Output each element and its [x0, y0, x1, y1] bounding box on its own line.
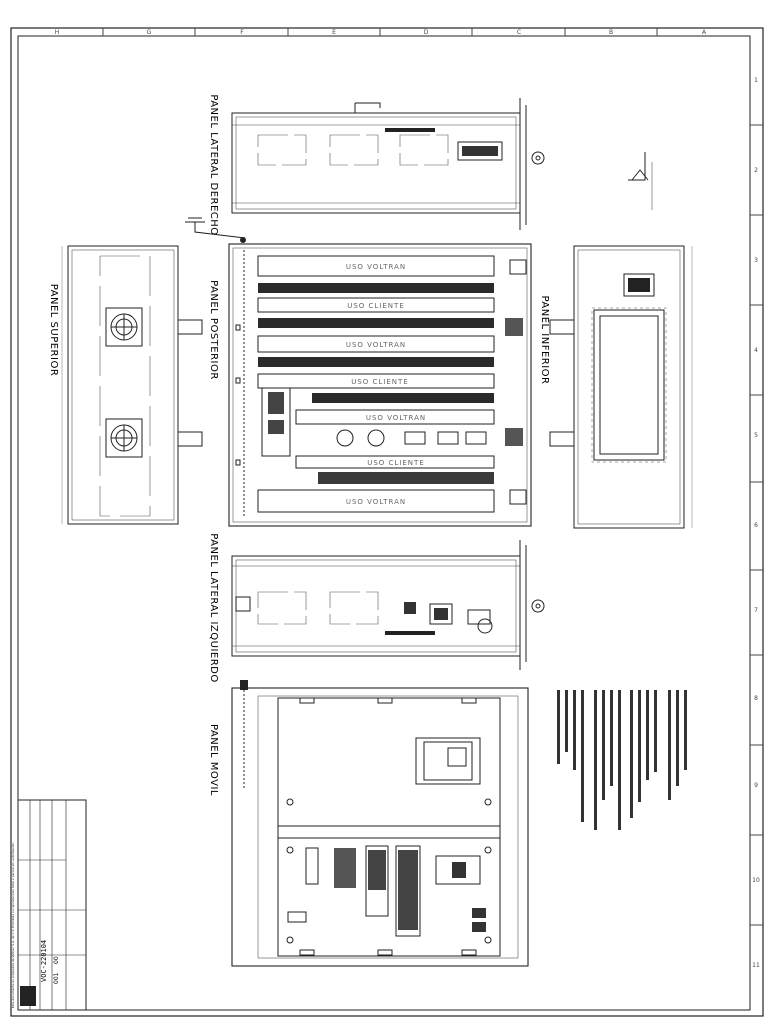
rail-label: USO CLIENTE	[367, 459, 425, 467]
inner-border	[17, 35, 751, 1011]
view-title-right-side: PANEL LATERAL DERECHO	[208, 94, 219, 235]
zone-number: 6	[754, 522, 758, 529]
zone-number: 7	[754, 607, 758, 614]
drawing-number: VOC-220104	[40, 940, 48, 982]
view-title-left-side: PANEL LATERAL IZQUIERDO	[208, 533, 219, 682]
zone-letter: D	[424, 29, 429, 36]
general-notes	[557, 690, 687, 830]
mounting-detail	[628, 152, 653, 210]
footer-note: Este documento es propiedad de Voltran S…	[11, 842, 15, 1008]
top-panel-view: PANEL SUPERIOR	[48, 245, 203, 525]
zone-number: 11	[752, 962, 760, 969]
cable-gland	[105, 418, 143, 458]
zone-letter: B	[609, 29, 613, 36]
view-title-mobile: PANEL MOVIL	[208, 724, 219, 796]
zone-letter: G	[147, 29, 152, 36]
rail-label: USO VOLTRAN	[346, 498, 406, 506]
back-panel-view: PANEL POSTERIOR USO VOLTRAN USO CLIENTE …	[208, 243, 532, 527]
cable-gland	[105, 307, 143, 347]
view-title-lower: PANEL INFERIOR	[539, 296, 550, 385]
rail-label: USO CLIENTE	[347, 302, 405, 310]
zone-letters: H G F E D C B A	[55, 28, 707, 36]
view-title-top: PANEL SUPERIOR	[48, 284, 59, 377]
zone-letter: E	[332, 29, 336, 36]
zone-number: 4	[754, 347, 758, 354]
rail-label: USO VOLTRAN	[366, 414, 426, 422]
zone-numbers: 1 2 3 4 5 6 7 8 9 10 11	[750, 77, 763, 969]
zone-number: 1	[754, 77, 758, 84]
left-side-panel-view: PANEL LATERAL IZQUIERDO	[208, 533, 545, 683]
zone-number: 5	[754, 432, 758, 439]
zone-number: 10	[752, 877, 760, 884]
zone-number: 8	[754, 695, 758, 702]
title-block: VOC-220104 001 00 Este documento es prop…	[11, 799, 87, 1011]
zone-number: 3	[754, 257, 758, 264]
zone-number: 2	[754, 167, 758, 174]
mobile-panel-view: PANEL MOVIL	[208, 680, 529, 967]
zone-number: 9	[754, 782, 758, 789]
outer-border	[10, 27, 764, 1017]
lower-panel-view: PANEL INFERIOR	[539, 245, 693, 529]
rail-label: USO CLIENTE	[351, 378, 409, 386]
zone-letter: A	[702, 29, 707, 36]
rail-label: USO VOLTRAN	[346, 341, 406, 349]
rail-label: USO VOLTRAN	[346, 263, 406, 271]
sheet-number: 001	[53, 972, 60, 984]
zone-letter: H	[55, 29, 60, 36]
right-side-panel-view: PANEL LATERAL DERECHO	[185, 94, 545, 243]
zone-letter: F	[240, 29, 244, 36]
revision-number: 00	[53, 956, 60, 964]
view-title-back: PANEL POSTERIOR	[208, 280, 219, 380]
zone-letter: C	[517, 29, 521, 36]
